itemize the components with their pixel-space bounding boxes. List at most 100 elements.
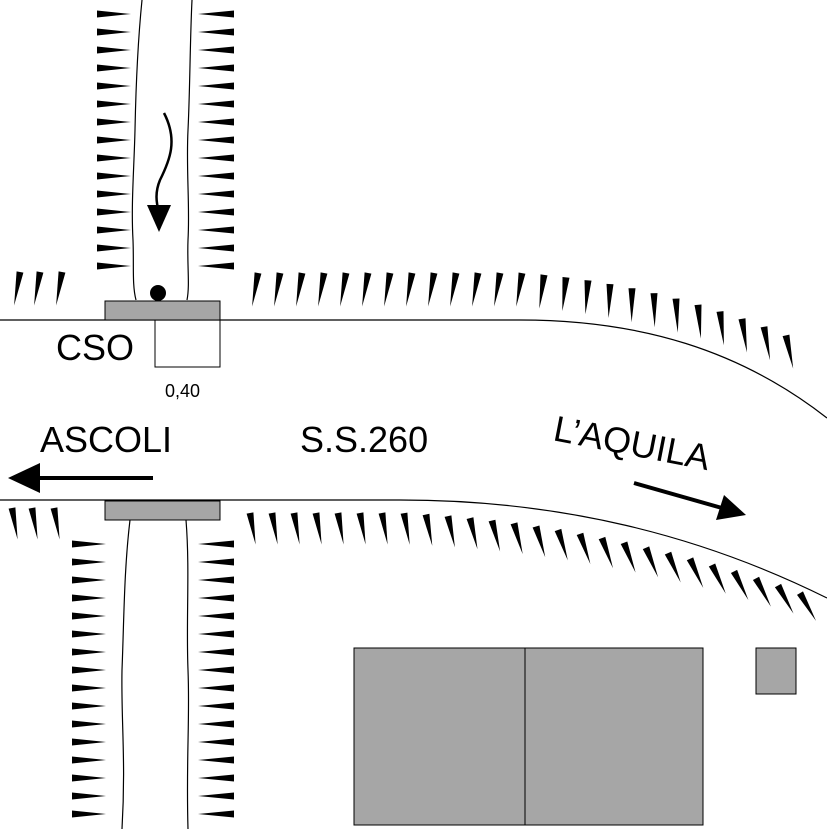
hatch-tick bbox=[730, 569, 749, 601]
road-label: S.S.260 bbox=[300, 419, 428, 460]
hatch-tick bbox=[598, 536, 613, 569]
outlet-dot-icon bbox=[150, 285, 166, 301]
hatch-tick bbox=[362, 272, 372, 307]
hatch-tick bbox=[72, 684, 106, 692]
hatch-tick bbox=[422, 513, 433, 546]
hatch-tick bbox=[620, 541, 636, 573]
hatch-tick bbox=[198, 190, 234, 198]
embankment-hatch-upper-right bbox=[198, 10, 234, 270]
hatch-tick bbox=[198, 702, 234, 710]
hatch-tick bbox=[708, 563, 726, 594]
hatch-tick bbox=[694, 304, 702, 339]
hatch-tick bbox=[384, 272, 394, 307]
hatch-tick bbox=[72, 720, 106, 728]
hatch-tick bbox=[97, 244, 131, 252]
hatch-tick bbox=[198, 738, 234, 746]
lower-channel-left-wall bbox=[121, 519, 131, 829]
hatch-tick bbox=[198, 666, 234, 674]
hatch-tick bbox=[198, 28, 234, 36]
building-small bbox=[755, 647, 797, 695]
hatch-tick bbox=[97, 226, 131, 234]
hatch-tick bbox=[782, 334, 794, 369]
hatch-tick bbox=[554, 528, 568, 561]
hatch-tick bbox=[198, 208, 234, 216]
hatch-tick bbox=[72, 540, 106, 548]
hatch-tick bbox=[774, 583, 794, 614]
hatch-tick bbox=[198, 82, 234, 90]
hatch-tick bbox=[34, 271, 44, 306]
hatch-tick bbox=[400, 512, 410, 545]
hatch-tick bbox=[198, 630, 234, 638]
hatch-tick bbox=[642, 546, 659, 578]
hatch-tick bbox=[532, 525, 546, 558]
hatch-tick bbox=[246, 512, 256, 545]
hatch-tick bbox=[296, 272, 306, 307]
cso-label: CSO bbox=[56, 327, 134, 368]
hatch-tick bbox=[97, 10, 131, 18]
hatch-tick bbox=[198, 576, 234, 584]
hatch-tick bbox=[50, 507, 60, 540]
hatch-tick bbox=[198, 648, 234, 656]
hatch-tick bbox=[738, 318, 747, 353]
hatch-tick bbox=[97, 208, 131, 216]
hatch-tick bbox=[606, 283, 614, 318]
hatch-tick bbox=[97, 118, 131, 126]
hatch-tick bbox=[97, 172, 131, 180]
hatch-tick bbox=[198, 46, 234, 54]
hatch-tick bbox=[72, 774, 106, 782]
hatch-tick bbox=[198, 172, 234, 180]
hatch-tick bbox=[198, 154, 234, 162]
dimension-box bbox=[154, 319, 221, 368]
hatch-tick bbox=[628, 288, 636, 323]
hatch-tick bbox=[268, 512, 278, 545]
hatch-tick bbox=[97, 28, 131, 36]
curved-arrow-down-icon bbox=[147, 112, 173, 232]
hatch-tick bbox=[72, 738, 106, 746]
hatch-tick bbox=[450, 272, 460, 307]
hatch-tick bbox=[72, 576, 106, 584]
hatch-tick bbox=[340, 272, 350, 307]
hatch-tick bbox=[584, 280, 592, 315]
hatch-tick bbox=[198, 136, 234, 144]
building-main bbox=[353, 647, 704, 826]
hatch-tick bbox=[516, 272, 526, 307]
hatch-tick bbox=[198, 720, 234, 728]
hatch-tick bbox=[488, 519, 501, 552]
hatch-tick bbox=[252, 272, 262, 307]
embankment-hatch-road-lower bbox=[8, 507, 816, 621]
width-label: 0,40 bbox=[165, 381, 200, 401]
hatch-tick bbox=[686, 557, 704, 588]
upper-channel-left-wall bbox=[131, 0, 143, 301]
cso-structure-lower bbox=[104, 500, 221, 521]
hatch-tick bbox=[274, 272, 284, 307]
embankment-hatch-lower-right bbox=[198, 540, 234, 818]
hatch-tick bbox=[72, 648, 106, 656]
hatch-tick bbox=[97, 262, 131, 270]
hatch-tick bbox=[406, 272, 416, 307]
hatch-tick bbox=[650, 293, 658, 328]
hatch-tick bbox=[72, 756, 106, 764]
hatch-tick bbox=[72, 702, 106, 710]
hatch-tick bbox=[97, 46, 131, 54]
hatch-tick bbox=[378, 512, 388, 545]
hatch-tick bbox=[466, 517, 478, 550]
hatch-tick bbox=[198, 262, 234, 270]
hatch-tick bbox=[72, 810, 106, 818]
road-edge-upper bbox=[0, 319, 827, 419]
hatch-tick bbox=[97, 64, 131, 72]
hatch-tick bbox=[198, 558, 234, 566]
hatch-tick bbox=[28, 507, 38, 540]
hatch-tick bbox=[198, 774, 234, 782]
hatch-tick bbox=[664, 551, 681, 583]
hatch-tick bbox=[539, 274, 548, 309]
hatch-tick bbox=[72, 558, 106, 566]
lower-channel-right-wall bbox=[185, 519, 190, 829]
embankment-hatch-lower-left bbox=[72, 540, 106, 818]
hatch-tick bbox=[72, 792, 106, 800]
hatch-tick bbox=[428, 272, 438, 307]
embankment-hatch-road-upper bbox=[14, 271, 794, 369]
hatch-tick bbox=[198, 10, 234, 18]
hatch-tick bbox=[198, 756, 234, 764]
hatch-tick bbox=[56, 271, 66, 306]
